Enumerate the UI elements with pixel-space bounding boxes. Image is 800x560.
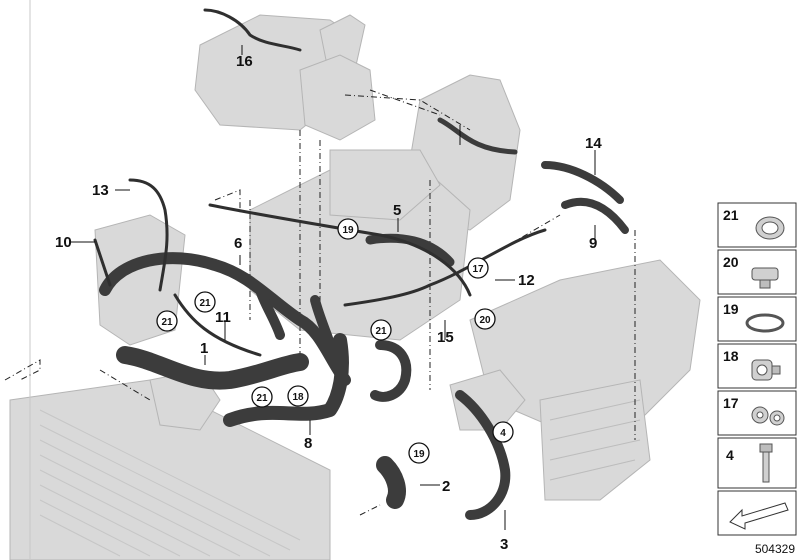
leader-lines xyxy=(70,45,596,530)
svg-text:4: 4 xyxy=(726,447,734,463)
callout-7: 8 xyxy=(304,435,312,452)
callout-5: 5 xyxy=(393,202,401,219)
callout-labels: 16 14 13 5 10 6 9 12 11 15 1 8 2 3 xyxy=(55,53,602,553)
circled-labels: 19 17 20 21 21 21 21 18 xyxy=(156,218,514,464)
legend-item-4: 4 xyxy=(717,437,797,489)
svg-text:19: 19 xyxy=(413,449,425,460)
svg-text:18: 18 xyxy=(292,392,304,403)
callout-1: 1 xyxy=(200,340,208,357)
bracket-clip-icon xyxy=(751,359,781,381)
parts-legend: 21 20 19 18 xyxy=(717,202,797,536)
coolant-hoses xyxy=(99,117,629,520)
diagram-reference-number: 504329 xyxy=(755,542,795,556)
circled-label-21-a: 21 xyxy=(194,291,216,313)
expansion-tank-illustration xyxy=(299,54,376,141)
circled-label-18: 18 xyxy=(287,385,309,407)
legend-item-21: 21 xyxy=(717,202,797,248)
callout-6: 6 xyxy=(234,235,242,252)
radiator-illustration xyxy=(9,0,331,560)
direction-arrow-icon xyxy=(729,502,789,530)
callout-11: 13 xyxy=(92,182,109,199)
svg-text:17: 17 xyxy=(723,395,739,411)
svg-text:4: 4 xyxy=(500,428,506,439)
holder-clip-icon xyxy=(751,267,779,289)
svg-text:21: 21 xyxy=(723,207,739,223)
circled-label-19-lower: 19 xyxy=(408,442,430,464)
svg-text:21: 21 xyxy=(161,317,173,328)
circled-label-17: 17 xyxy=(467,257,489,279)
callout-9: 10 xyxy=(55,234,72,251)
spring-band-clamp-icon xyxy=(745,313,785,333)
legend-item-18: 18 xyxy=(717,343,797,389)
double-clip-icon xyxy=(751,406,785,426)
legend-item-19: 19 xyxy=(717,296,797,342)
legend-item-17: 17 xyxy=(717,390,797,436)
circled-label-20: 20 xyxy=(474,308,496,330)
circled-label-4: 4 xyxy=(492,421,514,443)
thin-pipes xyxy=(93,8,547,357)
callout-13: 14 xyxy=(585,135,602,152)
callout-10: 11 xyxy=(215,309,231,326)
cylinder-head-illustration xyxy=(469,259,701,501)
svg-text:17: 17 xyxy=(472,264,484,275)
circled-label-21-d: 21 xyxy=(251,386,273,408)
svg-text:19: 19 xyxy=(723,301,739,317)
bolt-icon xyxy=(759,443,773,483)
circled-label-21-c: 21 xyxy=(370,319,392,341)
svg-text:19: 19 xyxy=(342,225,354,236)
svg-text:21: 21 xyxy=(375,326,387,337)
callout-8: 9 xyxy=(589,235,597,252)
hose-clamp-icon xyxy=(755,216,785,240)
callout-2: 2 xyxy=(442,478,450,495)
callout-12: 12 xyxy=(518,272,535,289)
callout-3: 3 xyxy=(500,536,508,553)
svg-text:20: 20 xyxy=(479,315,491,326)
svg-text:18: 18 xyxy=(723,348,739,364)
circled-label-19-upper: 19 xyxy=(337,218,359,240)
legend-item-direction xyxy=(717,490,797,536)
legend-item-20: 20 xyxy=(717,249,797,295)
callout-14: 15 xyxy=(437,329,454,346)
svg-text:20: 20 xyxy=(723,254,739,270)
svg-text:21: 21 xyxy=(256,393,268,404)
svg-text:21: 21 xyxy=(199,298,211,309)
circled-label-21-b: 21 xyxy=(156,310,178,332)
callout-15: 16 xyxy=(236,53,253,70)
